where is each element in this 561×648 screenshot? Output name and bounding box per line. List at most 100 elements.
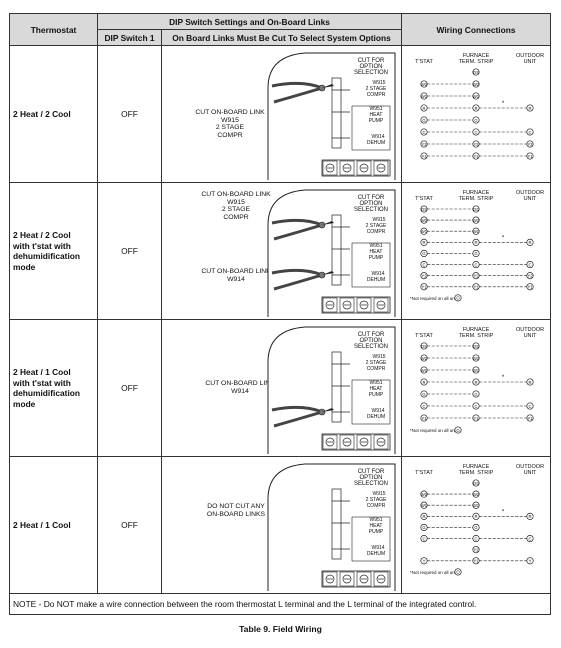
column-label-tstat: T'STAT (415, 333, 433, 339)
board-caption: CUT FOR (358, 469, 385, 475)
header-thermostat: Thermostat (9, 13, 98, 46)
terminal-label: C (475, 403, 478, 408)
terminal-screw (376, 300, 386, 310)
terminal-tstat (420, 260, 428, 268)
header-dip-links-group: DIP Switch Settings and On-Board Links (96, 13, 403, 30)
link-name-w951: W951 (369, 380, 382, 386)
header-board-links: On Board Links Must Be Cut To Select Sys… (160, 29, 403, 46)
link-caption: COMPR (367, 503, 386, 509)
terminal-tstat (420, 512, 428, 520)
terminal-label: DS (473, 480, 479, 485)
link-name-w914: W914 (371, 408, 384, 414)
column-label-outdoor: OUTDOOR (516, 464, 544, 470)
terminal-label: O (456, 427, 460, 432)
terminal-screw (325, 437, 335, 447)
terminal-label: Y1 (473, 415, 479, 420)
terminal-label: Y (423, 558, 426, 563)
column-label-furnace: FURNACE (463, 327, 490, 333)
terminal-label: W2 (473, 491, 480, 496)
column-label-tstat: T'STAT (415, 470, 433, 476)
board-caption: OPTION (359, 64, 382, 70)
terminal-label: C (423, 403, 426, 408)
terminal-block (321, 433, 391, 451)
terminal-label: C (529, 262, 532, 267)
terminal-label: Y2 (527, 141, 533, 146)
terminal-tstat (420, 103, 428, 112)
terminal-label: C (475, 129, 478, 134)
link-name-w951: W951 (369, 517, 382, 523)
terminal-label: R (475, 514, 478, 519)
link-caption: HEAT (370, 386, 383, 392)
option-label-panel (351, 242, 391, 288)
terminal-label: Y1 (527, 415, 533, 420)
terminal-furnace (472, 545, 480, 553)
terminal-label: Y1 (527, 284, 533, 289)
terminal-label: G (474, 391, 477, 396)
dip-switch-cell: OFF (97, 182, 162, 320)
link-caption: HEAT (370, 112, 383, 118)
terminal-tstat (420, 127, 428, 136)
terminal-label: Y2 (421, 141, 427, 146)
terminal-label: W2 (421, 355, 428, 360)
terminal-label: W2 (473, 81, 480, 86)
terminal-label: R (423, 240, 426, 245)
terminal-label: Y1 (421, 153, 427, 158)
link-caption: DEHUM (367, 140, 385, 146)
column-label-furnace: FURNACE (463, 53, 490, 59)
link-name-w915: W915 (372, 217, 385, 223)
terminal-furnace (472, 67, 480, 76)
board-caption: SELECTION (354, 207, 388, 213)
terminal-label: W1 (421, 93, 428, 98)
column-label-unit: UNIT (524, 196, 537, 202)
terminal-screw (325, 163, 335, 173)
cutter-handle (273, 410, 323, 428)
terminal-label: Y2 (473, 141, 479, 146)
terminal-screw (359, 300, 369, 310)
terminal-label: C (475, 262, 478, 267)
board-caption: SELECTION (354, 481, 388, 487)
link-caption: HEAT (370, 249, 383, 255)
link-caption: 2 STAGE (366, 497, 387, 503)
terminal-label: Y1 (473, 284, 479, 289)
jumper-link-strip (331, 77, 342, 149)
column-label-unit: UNIT (524, 470, 537, 476)
link-caption: PUMP (369, 529, 384, 535)
terminal-label: C (423, 536, 426, 541)
jumper-link-strip (331, 214, 342, 286)
terminal-tstat (420, 341, 428, 350)
terminal-label: W2 (421, 491, 428, 496)
link-name-w951: W951 (369, 106, 382, 112)
asterisk-mark: * (502, 235, 505, 241)
terminal-label: Y1 (421, 415, 427, 420)
terminal-tstat (420, 227, 428, 235)
terminal-label: Y2 (473, 273, 479, 278)
terminal-label: W2 (421, 217, 428, 222)
terminal-furnace (454, 567, 462, 575)
terminal-label: O (456, 569, 460, 574)
terminal-label: C (475, 536, 478, 541)
terminal-screw (376, 574, 386, 584)
terminal-label: R (423, 514, 426, 519)
jumper-link-strip (331, 488, 342, 560)
column-label-furnace: FURNACE (463, 190, 490, 196)
terminal-label: DS (473, 343, 479, 348)
column-label-tstat: T'STAT (415, 196, 433, 202)
terminal-furnace (454, 293, 462, 301)
cutter-blade (322, 408, 334, 412)
terminal-tstat (420, 389, 428, 398)
cutter-handle (273, 86, 323, 104)
link-caption: DEHUM (367, 277, 385, 283)
terminal-label: R (529, 105, 532, 110)
terminal-label: C (423, 129, 426, 134)
cutter-handle (271, 268, 323, 277)
terminal-screw (325, 574, 335, 584)
